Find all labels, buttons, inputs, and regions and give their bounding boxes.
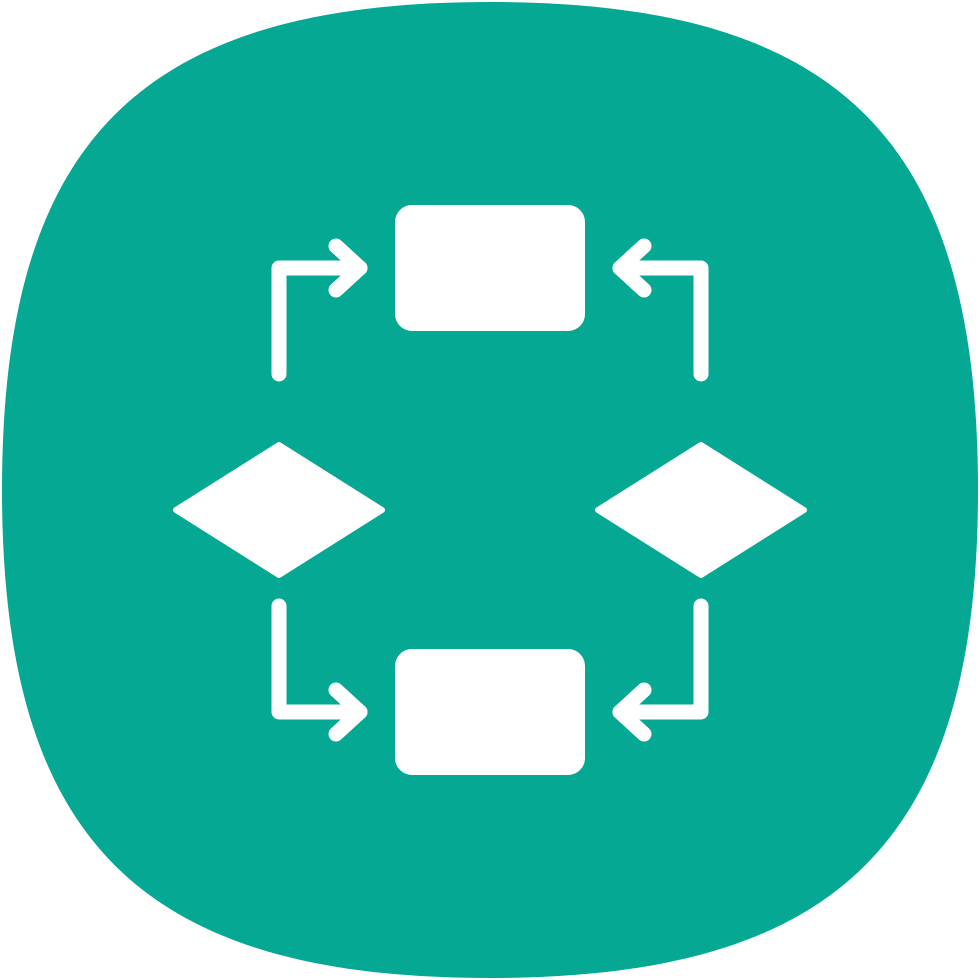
bottom-right-arrow xyxy=(612,598,709,742)
top-process-box xyxy=(395,205,585,331)
right-decision-diamond xyxy=(595,442,807,578)
top-left-arrow xyxy=(271,238,368,382)
bottom-process-box xyxy=(395,649,585,775)
left-decision-diamond xyxy=(173,442,385,578)
bottom-left-arrow xyxy=(271,598,368,742)
top-right-arrow xyxy=(612,238,709,382)
flowchart-glyph xyxy=(173,205,807,775)
